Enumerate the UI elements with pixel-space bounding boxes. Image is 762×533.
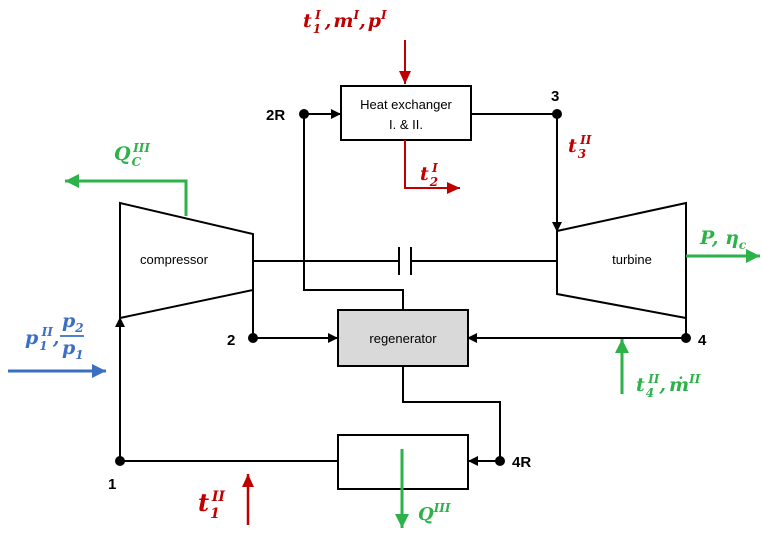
- heat-input-label: t1I,mI,pI: [303, 8, 387, 36]
- q3-label: QIII: [418, 501, 451, 525]
- line-regen-to-2r: [303, 114, 404, 310]
- qc-label: QCIII: [114, 141, 150, 169]
- node-label-1: 1: [108, 476, 116, 493]
- node-label-2r: 2R: [266, 107, 285, 124]
- node-1: [115, 456, 125, 466]
- qc-arrow: [65, 174, 188, 216]
- node-label-2: 2: [227, 332, 235, 349]
- node-2: [248, 333, 258, 343]
- heat-exchanger-label-line1: Heat exchanger: [360, 97, 452, 112]
- power-label: P, ηc: [699, 227, 747, 252]
- node-4r: [495, 456, 505, 466]
- compressor-shape: [119, 201, 254, 320]
- inlet-ratio-numerator: p2: [62, 310, 84, 335]
- heat-outlet-arrow: [404, 140, 460, 194]
- node-label-4: 4: [698, 332, 707, 349]
- node-label-4r: 4R: [512, 454, 531, 471]
- regenerator-label: regenerator: [369, 331, 437, 346]
- inlet-ratio-denominator: p1: [62, 337, 84, 362]
- t1-label: t1II: [198, 488, 225, 522]
- heat-exchanger-label-line2: I. & II.: [389, 117, 423, 132]
- node-label-3: 3: [551, 88, 559, 105]
- line-regen-to-4r: [402, 366, 501, 461]
- node-3: [552, 109, 562, 119]
- heat-outlet-label: t2I: [420, 161, 438, 189]
- heat-exchanger-box: [340, 85, 472, 141]
- inlet-label: p1II,: [25, 325, 60, 353]
- turbine-shape: [556, 201, 687, 320]
- compressor-label: compressor: [140, 252, 209, 267]
- t4-label: t4II,ṁII: [636, 372, 701, 400]
- turbine-label: turbine: [612, 252, 652, 267]
- t3-label: t3II: [568, 133, 592, 161]
- node-4: [681, 333, 691, 343]
- node-2r: [299, 109, 309, 119]
- regenerator-box: [337, 309, 469, 367]
